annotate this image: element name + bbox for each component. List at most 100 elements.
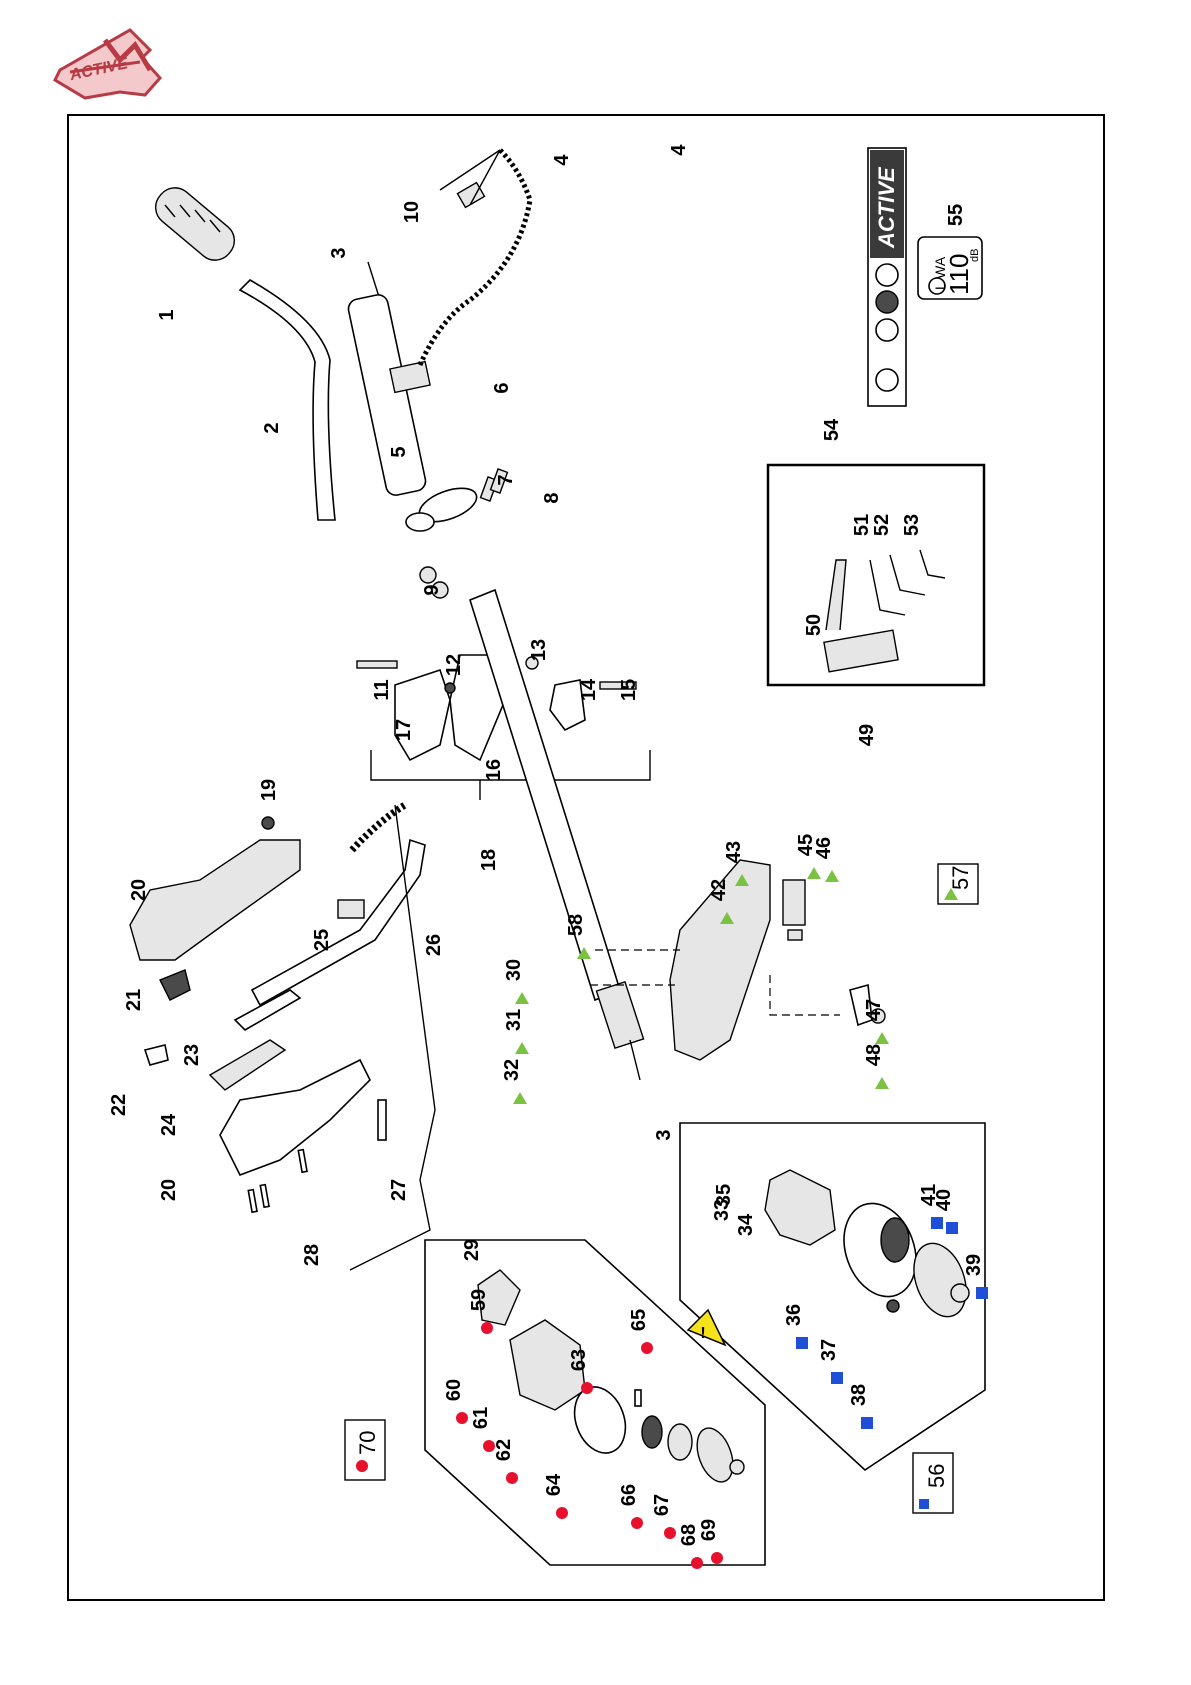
part-32-tube-sleeve bbox=[596, 982, 643, 1048]
svg-text:!: ! bbox=[700, 1325, 705, 1342]
kit-blue-marker-40 bbox=[946, 1222, 958, 1234]
callout-61: 61 bbox=[470, 1407, 492, 1429]
callout-47: 47 bbox=[863, 999, 885, 1021]
part-36-gear-head bbox=[765, 1170, 835, 1245]
kit-red-marker-63 bbox=[581, 1382, 593, 1394]
callout-38: 38 bbox=[848, 1384, 870, 1406]
callout-21: 21 bbox=[123, 989, 145, 1011]
kit-green-marker-30 bbox=[515, 992, 529, 1004]
callout-25: 25 bbox=[311, 929, 333, 951]
part-37-disc bbox=[832, 1193, 929, 1306]
legend-57-label: 57 bbox=[948, 866, 973, 890]
callout-13: 13 bbox=[528, 639, 550, 661]
callout-53: 53 bbox=[901, 514, 923, 536]
kit-red-marker-67 bbox=[664, 1527, 676, 1539]
callout-48: 48 bbox=[863, 1044, 885, 1066]
active-brand-logo: ACTIVE bbox=[55, 30, 160, 98]
callout-27: 27 bbox=[388, 1179, 410, 1201]
kit-blue-marker-38 bbox=[861, 1417, 873, 1429]
callout-20: 20 bbox=[128, 879, 150, 901]
kit-blue-marker-41 bbox=[931, 1217, 943, 1229]
part-17-clamp-half bbox=[395, 670, 450, 760]
legend-70-label: 70 bbox=[355, 1431, 380, 1455]
part-49-socket-wrench bbox=[824, 630, 898, 672]
upper-tube-group bbox=[347, 150, 530, 598]
callout-30: 30 bbox=[503, 959, 525, 981]
callout-62: 62 bbox=[493, 1439, 515, 1461]
callout-10: 10 bbox=[401, 201, 423, 223]
callout-11: 11 bbox=[371, 679, 393, 700]
callout-4: 4 bbox=[668, 144, 690, 156]
callout-39: 39 bbox=[963, 1254, 985, 1276]
callout-37: 37 bbox=[818, 1339, 840, 1361]
callout-42: 42 bbox=[708, 879, 730, 901]
gearbox-kit-red bbox=[425, 1240, 765, 1565]
callout-8: 8 bbox=[541, 492, 563, 503]
callout-16: 16 bbox=[483, 759, 505, 781]
callout-67: 67 bbox=[651, 1494, 673, 1516]
callout-64: 64 bbox=[543, 1473, 565, 1496]
callout-43: 43 bbox=[723, 841, 745, 863]
part-1-grip bbox=[148, 181, 241, 268]
kit-red-marker-64 bbox=[556, 1507, 568, 1519]
part-68-flange bbox=[690, 1423, 739, 1487]
gearbox-kit-blue bbox=[680, 1123, 985, 1470]
callout-28: 28 bbox=[301, 1244, 323, 1266]
part-20-handle-upper bbox=[130, 840, 300, 960]
kit-blue-marker-39 bbox=[976, 1287, 988, 1299]
callout-69: 69 bbox=[698, 1519, 720, 1541]
part-10-throttle-cable bbox=[420, 150, 530, 365]
callout-59: 59 bbox=[468, 1289, 490, 1311]
callout-51: 51 bbox=[851, 514, 873, 536]
callout-5: 5 bbox=[388, 446, 410, 457]
sticker-brand-text: ACTIVE bbox=[874, 166, 899, 249]
callout-17: 17 bbox=[393, 719, 415, 741]
callout-29: 29 bbox=[461, 1239, 483, 1261]
part-5-tube bbox=[347, 293, 428, 497]
callout-6: 6 bbox=[491, 382, 513, 393]
lwa-unit: dB bbox=[969, 249, 981, 262]
callout-63: 63 bbox=[568, 1349, 590, 1371]
callout-1: 1 bbox=[156, 309, 178, 320]
callout-15: 15 bbox=[618, 679, 640, 701]
kit-red-marker-60 bbox=[456, 1412, 468, 1424]
callout-41: 41 bbox=[918, 1184, 940, 1206]
callout-58: 58 bbox=[565, 914, 587, 936]
callout-7: 7 bbox=[495, 474, 517, 485]
callout-2: 2 bbox=[261, 422, 283, 433]
callout-32: 32 bbox=[501, 1059, 523, 1081]
legend-kit-57: 57 bbox=[938, 864, 978, 904]
callout-4: 4 bbox=[551, 154, 573, 166]
kit-green-marker-45 bbox=[807, 867, 821, 879]
legend-56-label: 56 bbox=[924, 1464, 949, 1488]
callout-23: 23 bbox=[181, 1044, 203, 1066]
kit-green-marker-32 bbox=[513, 1092, 527, 1104]
part-55-noise-label: L WA 110 dB bbox=[918, 237, 982, 299]
callout-24: 24 bbox=[158, 1113, 180, 1136]
callout-20: 20 bbox=[158, 1179, 180, 1201]
callout-54: 54 bbox=[821, 418, 843, 441]
callout-12: 12 bbox=[443, 654, 465, 676]
callout-60: 60 bbox=[443, 1379, 465, 1401]
part-24-trigger bbox=[210, 1040, 285, 1090]
callout-65: 65 bbox=[628, 1309, 650, 1331]
callout-18: 18 bbox=[478, 849, 500, 871]
callout-34: 34 bbox=[735, 1213, 757, 1236]
kit-red-marker-65 bbox=[641, 1342, 653, 1354]
callout-46: 46 bbox=[813, 837, 835, 859]
callout-19: 19 bbox=[258, 779, 280, 801]
callout-66: 66 bbox=[618, 1484, 640, 1506]
tool-kit-box bbox=[768, 465, 984, 685]
part-45-blade bbox=[783, 880, 805, 925]
callout-9: 9 bbox=[421, 584, 443, 595]
kit-green-marker-47 bbox=[875, 1032, 889, 1044]
kit-red-marker-59 bbox=[481, 1322, 493, 1334]
part-2-handlebar-tube bbox=[240, 280, 335, 520]
kit-red-marker-69 bbox=[711, 1552, 723, 1564]
callout-55: 55 bbox=[945, 204, 967, 226]
callout-68: 68 bbox=[678, 1524, 700, 1546]
handlebar-group bbox=[148, 181, 335, 520]
kit-red-marker-62 bbox=[506, 1472, 518, 1484]
